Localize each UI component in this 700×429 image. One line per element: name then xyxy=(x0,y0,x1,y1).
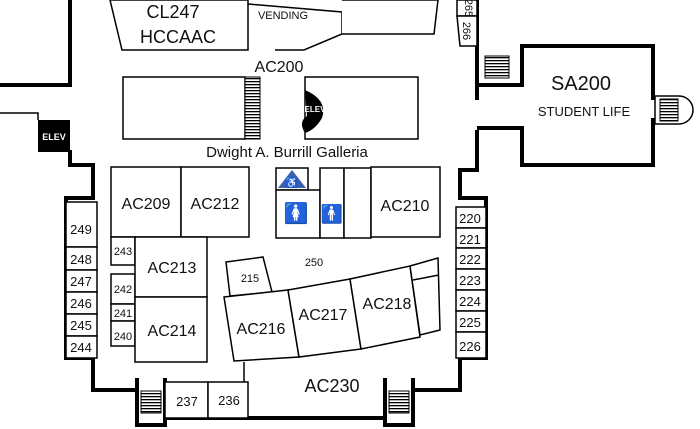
center-block-left xyxy=(122,76,246,140)
room-label-ac210: AC210 xyxy=(381,198,430,215)
room-label-223: 223 xyxy=(459,273,481,288)
room-label-241: 241 xyxy=(114,308,132,320)
room-label-ac230[interactable]: AC230 xyxy=(304,376,359,396)
right-column-rooms: 220 221 222 223 224 225 226 xyxy=(455,206,487,359)
room-label-240: 240 xyxy=(114,331,132,343)
room-label-225: 225 xyxy=(459,315,481,330)
room-266[interactable] xyxy=(456,15,478,47)
room-label-221: 221 xyxy=(459,232,481,247)
svg-text:♿: ♿ xyxy=(286,176,298,189)
elevator-label-center: ELEV xyxy=(305,105,327,114)
room-label-ac216: AC216 xyxy=(237,321,286,338)
room-label-ac212: AC212 xyxy=(191,196,240,213)
elevator-label-left: ELEV xyxy=(42,132,66,142)
stairs-icon xyxy=(388,390,410,414)
stairs-icon xyxy=(659,98,679,122)
men-restroom[interactable] xyxy=(319,167,345,239)
room-ac218[interactable] xyxy=(349,265,421,350)
room-label-237: 237 xyxy=(176,394,198,409)
room-ac214[interactable] xyxy=(134,296,208,363)
corridor-label-ac200: AC200 xyxy=(255,59,304,76)
room-label-ac217: AC217 xyxy=(299,307,348,324)
elevator-icon[interactable] xyxy=(301,90,324,133)
women-restroom-icon: 🚺 xyxy=(284,201,309,225)
elevator-left-icon[interactable] xyxy=(38,120,70,152)
room-label-220: 220 xyxy=(459,211,481,226)
men-restroom-icon: 🚹 xyxy=(321,203,343,224)
room-label-247: 247 xyxy=(70,274,92,289)
room-label-266: 266 xyxy=(460,22,472,40)
room-label-236: 236 xyxy=(218,393,240,408)
galleria-label: Dwight A. Burrill Galleria xyxy=(206,144,368,161)
room-ac212[interactable] xyxy=(180,166,250,238)
room-label-226: 226 xyxy=(459,339,481,354)
room-label-248: 248 xyxy=(70,252,92,267)
room-label-sa200: SA200 xyxy=(551,73,611,95)
room-label-224: 224 xyxy=(459,294,481,309)
vending-label: VENDING xyxy=(258,10,308,22)
room-label-ac218: AC218 xyxy=(363,296,412,313)
student-life-label: STUDENT LIFE xyxy=(538,104,631,119)
room-label-245: 245 xyxy=(70,318,92,333)
accessible-icon xyxy=(278,170,306,188)
small-left-rooms: 243 242 241 240 xyxy=(110,236,136,347)
room-label-246: 246 xyxy=(70,296,92,311)
room-237[interactable] xyxy=(164,381,209,419)
stairs-icon xyxy=(244,76,261,140)
room-label-242: 242 xyxy=(114,284,132,296)
room-label-243: 243 xyxy=(114,246,132,258)
room-label-ac209: AC209 xyxy=(122,196,171,213)
stairs-icon xyxy=(484,55,510,79)
room-label-ac214: AC214 xyxy=(148,323,197,340)
room-side xyxy=(409,257,441,336)
room-236[interactable] xyxy=(207,381,249,419)
room-label-244: 244 xyxy=(70,340,92,355)
room-ac210[interactable] xyxy=(370,166,441,238)
center-block-right xyxy=(304,76,419,140)
room-top-right[interactable] xyxy=(342,0,439,35)
left-column-rooms: 249 248 247 246 245 244 xyxy=(65,201,98,359)
room-label-250: 250 xyxy=(305,257,323,269)
room-label-265: 265 xyxy=(462,0,474,17)
room-label-cl247: CL247 xyxy=(146,2,199,22)
room-label-249: 249 xyxy=(70,222,92,237)
stairs-icon xyxy=(140,390,162,414)
room-label-222: 222 xyxy=(459,252,481,267)
room-label-215: 215 xyxy=(241,273,259,285)
room-cl247[interactable] xyxy=(109,0,249,51)
room-label-ac213: AC213 xyxy=(148,260,197,277)
room-label-hccaac: HCCAAC xyxy=(140,27,216,47)
